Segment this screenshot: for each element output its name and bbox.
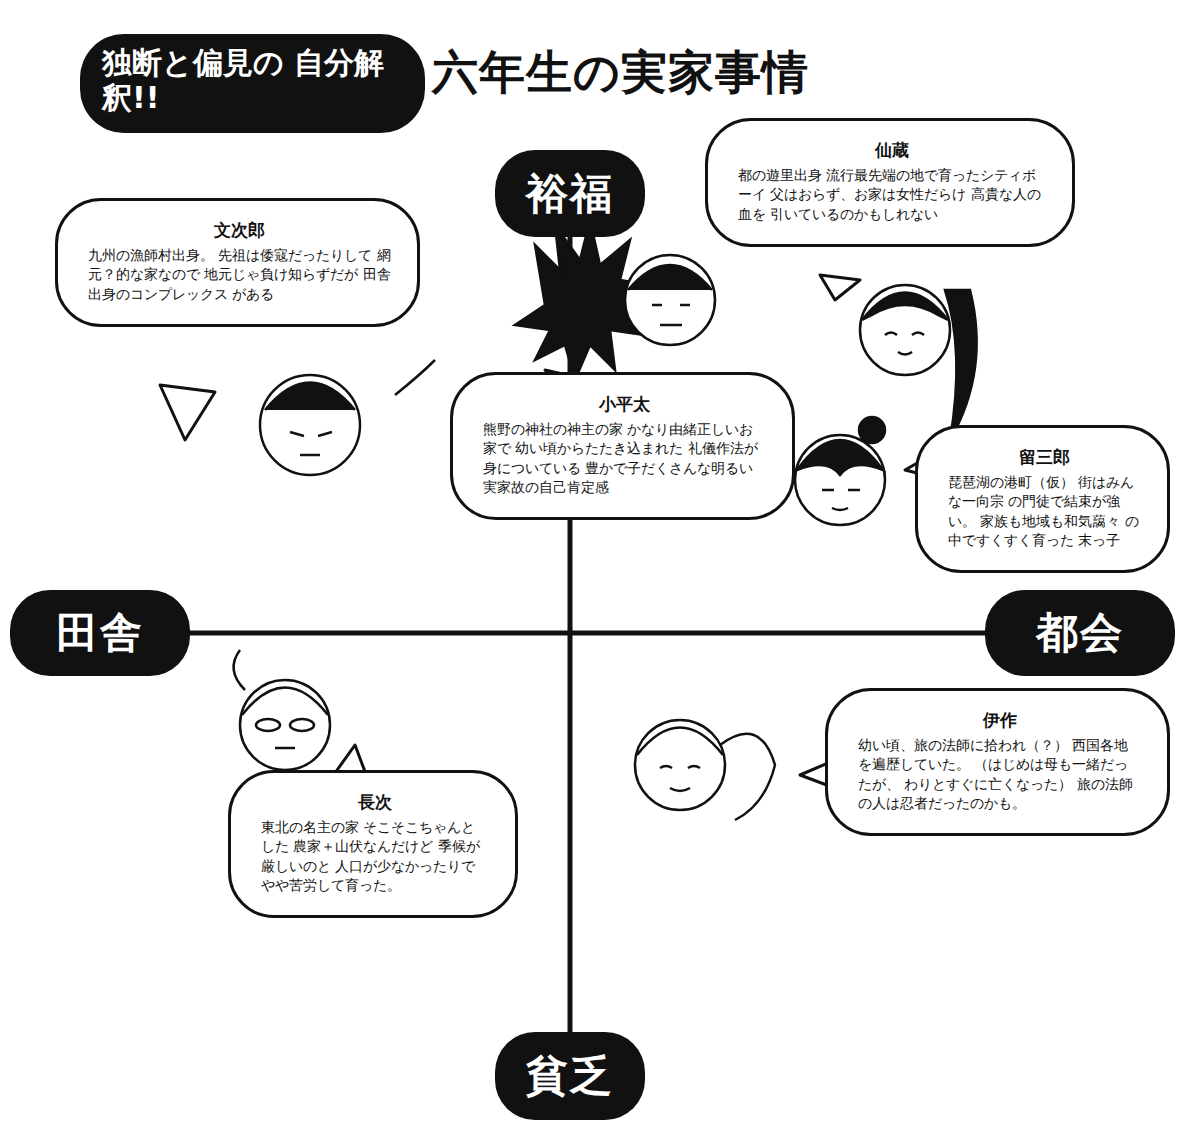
axis-label: 都会 — [985, 590, 1175, 676]
axis-label: 田舎 — [10, 590, 190, 676]
label-text: 田舎 — [56, 605, 144, 661]
page-title: 六年生の実家事情 — [432, 42, 809, 104]
speech-bubble: 文次郎九州の漁師村出身。 先祖は倭寇だったりして 網元？的な家なので 地元じゃ負… — [55, 198, 420, 327]
label-text: 裕福 — [526, 166, 614, 222]
character-name: 仙蔵 — [738, 139, 1046, 162]
description: 東北の名主の家 そこそこちゃんとした 農家＋山伏なんだけど 季候が厳しいのと 人… — [261, 818, 489, 895]
speech-bubble: 伊作幼い頃、旅の法師に拾われ（？） 西国各地を遍歴していた。 （はじめは母も一緒… — [825, 688, 1170, 836]
description: 都の遊里出身 流行最先端の地で育ったシティボーイ 父はおらず、お家は女性だらけ … — [738, 166, 1046, 224]
speech-bubble: 小平太熊野の神社の神主の家 かなり由緒正しいお家で 幼い頃からたたき込まれた 礼… — [450, 372, 795, 520]
description: 九州の漁師村出身。 先祖は倭寇だったりして 網元？的な家なので 地元じゃ負け知ら… — [88, 246, 391, 304]
character-name: 留三郎 — [948, 446, 1141, 469]
character-name: 小平太 — [483, 393, 766, 416]
title-badge: 独断と偏見の 自分解釈!! — [80, 34, 425, 133]
label-text: 独断と偏見の 自分解釈!! — [102, 46, 403, 115]
speech-bubble: 留三郎琵琶湖の港町（仮） 街はみんな一向宗 の門徒で結束が強い。 家族も地域も和… — [915, 425, 1170, 573]
character-name: 文次郎 — [88, 219, 391, 242]
speech-bubble: 仙蔵都の遊里出身 流行最先端の地で育ったシティボーイ 父はおらず、お家は女性だら… — [705, 118, 1075, 247]
speech-bubble: 長次東北の名主の家 そこそこちゃんとした 農家＋山伏なんだけど 季候が厳しいのと… — [228, 770, 518, 918]
label-text: 貧乏 — [526, 1048, 614, 1104]
character-name: 伊作 — [858, 709, 1141, 732]
character-name: 長次 — [261, 791, 489, 814]
label-text: 都会 — [1036, 605, 1124, 661]
description: 熊野の神社の神主の家 かなり由緒正しいお家で 幼い頃からたたき込まれた 礼儀作法… — [483, 420, 766, 497]
axis-label: 貧乏 — [495, 1032, 645, 1120]
description: 琵琶湖の港町（仮） 街はみんな一向宗 の門徒で結束が強い。 家族も地域も和気藹々… — [948, 473, 1141, 550]
description: 幼い頃、旅の法師に拾われ（？） 西国各地を遍歴していた。 （はじめは母も一緒だっ… — [858, 736, 1141, 813]
axis-label: 裕福 — [495, 150, 645, 237]
axis-line — [190, 631, 985, 636]
